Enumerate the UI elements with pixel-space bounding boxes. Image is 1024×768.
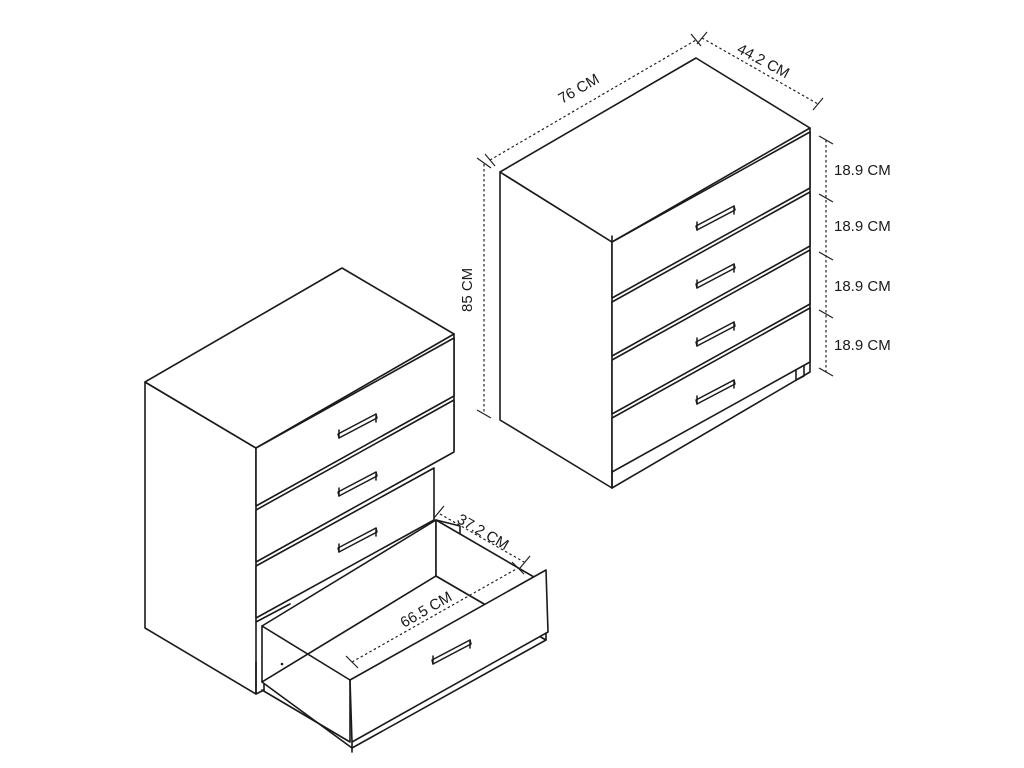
dimension-height: 85 CM [459,157,492,419]
dresser-closed-handle-3 [695,321,736,347]
dresser-open-handle-4 [431,639,472,665]
dresser-closed-drawer-2 [611,191,811,357]
dimension-width-label: 76 CM [556,71,603,108]
dimension-drawer-heights: 18.9 CM 18.9 CM 18.9 CM 18.9 CM [818,135,891,377]
dresser-open-handle-2 [337,471,378,497]
dresser-closed-drawer-1 [611,131,811,299]
dresser-open-drawer-1 [255,337,455,507]
dimension-drawer-height-1-label: 18.9 CM [834,162,891,179]
dresser-open-handle-3 [337,527,378,553]
dimension-drawer-height-2-label: 18.9 CM [834,218,891,235]
dresser-closed-handle-1 [695,205,736,231]
dresser-closed [499,57,811,489]
dresser-open [144,267,549,753]
dresser-open-drawer-3 [255,467,435,619]
dimension-height-label: 85 CM [459,268,476,312]
dresser-closed-handle-4 [695,379,736,405]
dresser-open-handle-1 [337,413,378,439]
dresser-closed-drawer-3 [611,249,811,415]
dimension-drawer-height-3-label: 18.9 CM [834,278,891,295]
dresser-open-drawer-2 [255,399,455,563]
dresser-closed-handle-2 [695,263,736,289]
dresser-closed-drawer-4 [611,307,811,473]
dimension-drawer-height-4-label: 18.9 CM [834,337,891,354]
